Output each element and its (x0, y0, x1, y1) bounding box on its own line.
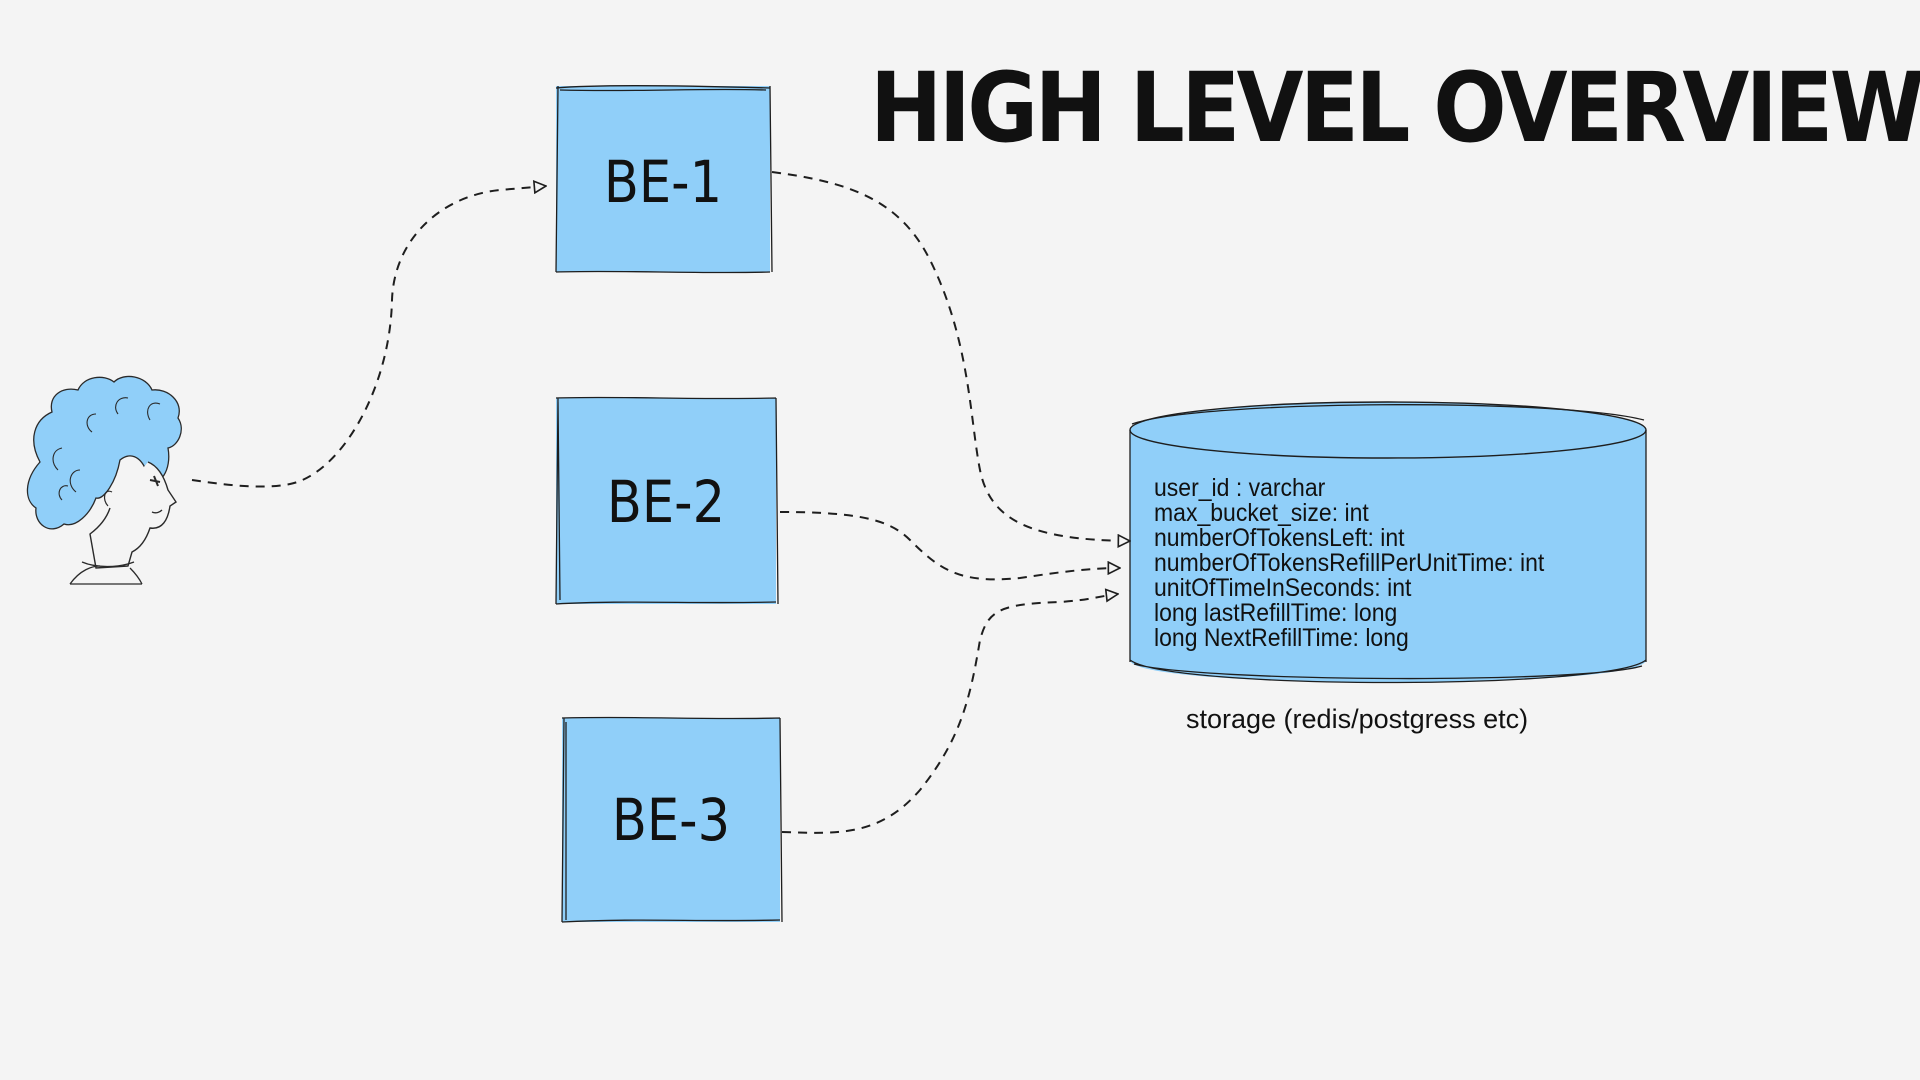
storage-field-list: user_id : varchar max_bucket_size: int n… (1154, 476, 1544, 651)
storage-field: numberOfTokensLeft: int (1154, 524, 1405, 552)
connector-be-1-to-storage (771, 171, 1130, 541)
server-box-be-3 (561, 716, 783, 923)
server-label-be-2: BE-2 (606, 468, 726, 536)
storage-field: max_bucket_size: int (1154, 499, 1369, 527)
user-avatar-icon (26, 375, 182, 585)
connector-user-to-be-1 (191, 186, 546, 488)
storage-field: user_id : varchar (1154, 474, 1326, 502)
server-label-be-3: BE-3 (611, 786, 731, 854)
diagram-title: HIGH LEVEL OVERVIEW (870, 52, 1920, 164)
server-box-be-2 (555, 396, 779, 605)
server-box-be-1 (555, 85, 773, 274)
storage-field: long lastRefillTime: long (1154, 599, 1398, 627)
storage-field: long NextRefillTime: long (1154, 624, 1409, 652)
storage-field: numberOfTokensRefillPerUnitTime: int (1154, 549, 1545, 577)
connector-be-2-to-storage (779, 511, 1120, 581)
connector-be-3-to-storage (781, 594, 1118, 834)
storage-cylinder (1129, 401, 1647, 684)
storage-field: unitOfTimeInSeconds: int (1154, 574, 1412, 602)
storage-caption: storage (redis/postgress etc) (1186, 704, 1529, 734)
server-label-be-1: BE-1 (603, 148, 723, 216)
